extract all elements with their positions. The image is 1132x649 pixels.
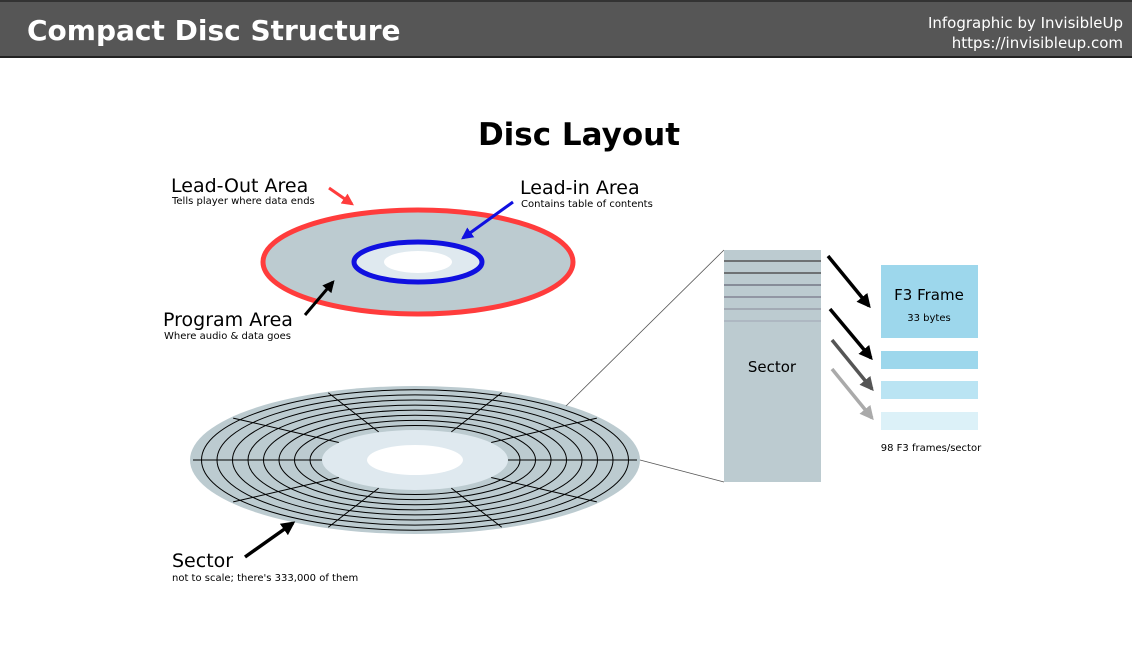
sector-divider bbox=[451, 392, 503, 433]
program-area-desc: Where audio & data goes bbox=[164, 331, 291, 342]
sector-desc: not to scale; there's 333,000 of them bbox=[172, 573, 358, 584]
sector-box-label: Sector bbox=[748, 358, 797, 376]
frame-arrow-4 bbox=[830, 367, 874, 421]
sector-divider bbox=[491, 477, 597, 503]
frame-arrow-3 bbox=[830, 338, 874, 392]
disc-sectors bbox=[190, 386, 640, 534]
disc-hole bbox=[384, 251, 452, 273]
disc-areas bbox=[260, 207, 576, 317]
lead-in-label: Lead-in Area bbox=[520, 177, 640, 199]
f3-frame-4 bbox=[881, 412, 978, 430]
sector-arrow bbox=[243, 521, 296, 559]
sector-label: Sector bbox=[172, 550, 233, 572]
header-bar: Compact Disc Structure Infographic by In… bbox=[0, 0, 1132, 58]
sector-divider bbox=[233, 417, 339, 443]
lead-in-arrow bbox=[461, 200, 514, 240]
lead-out-arrow bbox=[328, 186, 354, 206]
credit: Infographic by InvisibleUp https://invis… bbox=[928, 13, 1123, 53]
sector-divider bbox=[451, 487, 503, 528]
lead-out-label: Lead-Out Area bbox=[171, 175, 308, 197]
program-area-label: Program Area bbox=[163, 309, 293, 331]
f3-frame-box bbox=[881, 265, 978, 338]
lead-in-desc: Contains table of contents bbox=[521, 199, 653, 210]
frame-arrow-1 bbox=[826, 254, 871, 309]
disc-hole bbox=[367, 445, 463, 475]
program-area-arrow bbox=[303, 280, 335, 316]
lead-out-desc: Tells player where data ends bbox=[171, 196, 315, 207]
diagram-title: Disc Layout bbox=[478, 117, 680, 153]
credit-author: Infographic by InvisibleUp bbox=[927, 14, 1123, 32]
sector-divider bbox=[327, 487, 379, 528]
sector-detail bbox=[724, 250, 821, 482]
f3-frame-count: 98 F3 frames/sector bbox=[881, 443, 982, 454]
credit-url[interactable]: https://invisibleup.com bbox=[951, 34, 1123, 52]
f3-frame-3 bbox=[881, 381, 978, 399]
page-title: Compact Disc Structure bbox=[27, 14, 401, 47]
f3-frame-label: F3 Frame bbox=[894, 286, 964, 304]
zoom-line-top bbox=[565, 249, 725, 407]
sector-divider bbox=[491, 417, 597, 443]
sector-divider bbox=[233, 477, 339, 503]
f3-frame-size: 33 bytes bbox=[907, 313, 950, 324]
sector-divider bbox=[327, 392, 379, 433]
f3-frame-2 bbox=[881, 351, 978, 369]
zoom-line-bottom bbox=[639, 459, 725, 483]
frame-arrow-2 bbox=[828, 307, 873, 361]
